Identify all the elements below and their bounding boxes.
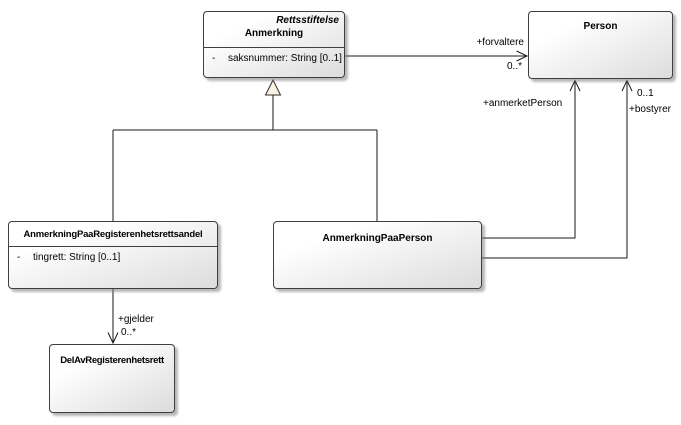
attribute-signature: tingrett: String [0..1] bbox=[33, 252, 121, 263]
class-name-person: Person bbox=[583, 21, 618, 32]
role-label-gjelder: +gjelder bbox=[118, 314, 154, 325]
multiplicity-bostyrer: 0..1 bbox=[637, 88, 654, 99]
multiplicity-gjelder: 0..* bbox=[121, 327, 137, 338]
open-arrowhead-anmerketperson-icon bbox=[569, 79, 581, 92]
role-label-forvaltere: +forvaltere bbox=[476, 37, 524, 48]
class-anmerkning-paa-person: AnmerkningPaaPerson bbox=[273, 221, 482, 289]
generalization-triangle-icon bbox=[264, 78, 282, 96]
class-anmerkning-paa-registerenhetsrettsandel: AnmerkningPaaRegisterenhetsrettsandel - … bbox=[8, 221, 218, 289]
attribute-visibility: - bbox=[17, 252, 21, 263]
role-label-anmerket-person: +anmerketPerson bbox=[483, 98, 563, 109]
generalization-lines bbox=[112, 95, 378, 221]
class-name-anmerkning: Anmerkning bbox=[244, 28, 304, 39]
attribute-visibility: - bbox=[212, 53, 216, 64]
class-name-anmerkning-paa-person: AnmerkningPaaPerson bbox=[322, 233, 433, 244]
attribute-saksnummer: - saksnummer: String [0..1] bbox=[204, 48, 344, 64]
attribute-signature: saksnummer: String [0..1] bbox=[228, 53, 342, 64]
attribute-tingrett: - tingrett: String [0..1] bbox=[9, 247, 217, 263]
open-arrowhead-gjelder-icon bbox=[107, 332, 119, 345]
multiplicity-forvaltere: 0..* bbox=[506, 61, 522, 72]
class-name-anmerkning-paa-registerenhetsrettsandel: AnmerkningPaaRegisterenhetsrettsandel bbox=[23, 228, 203, 240]
open-arrowhead-forvaltere-icon bbox=[516, 50, 529, 62]
class-anmerkning: Rettsstiftelse Anmerkning - saksnummer: … bbox=[203, 11, 345, 78]
class-person: Person bbox=[528, 11, 673, 79]
open-arrowhead-bostyrer-icon bbox=[621, 79, 633, 92]
class-name-del-av-registerenhetsrett: DelAvRegisterenhetsrett bbox=[60, 355, 164, 366]
class-del-av-registerenhetsrett: DelAvRegisterenhetsrett bbox=[49, 344, 175, 413]
role-label-bostyrer: +bostyrer bbox=[629, 104, 671, 115]
parent-class-label: Rettsstiftelse bbox=[276, 15, 339, 26]
